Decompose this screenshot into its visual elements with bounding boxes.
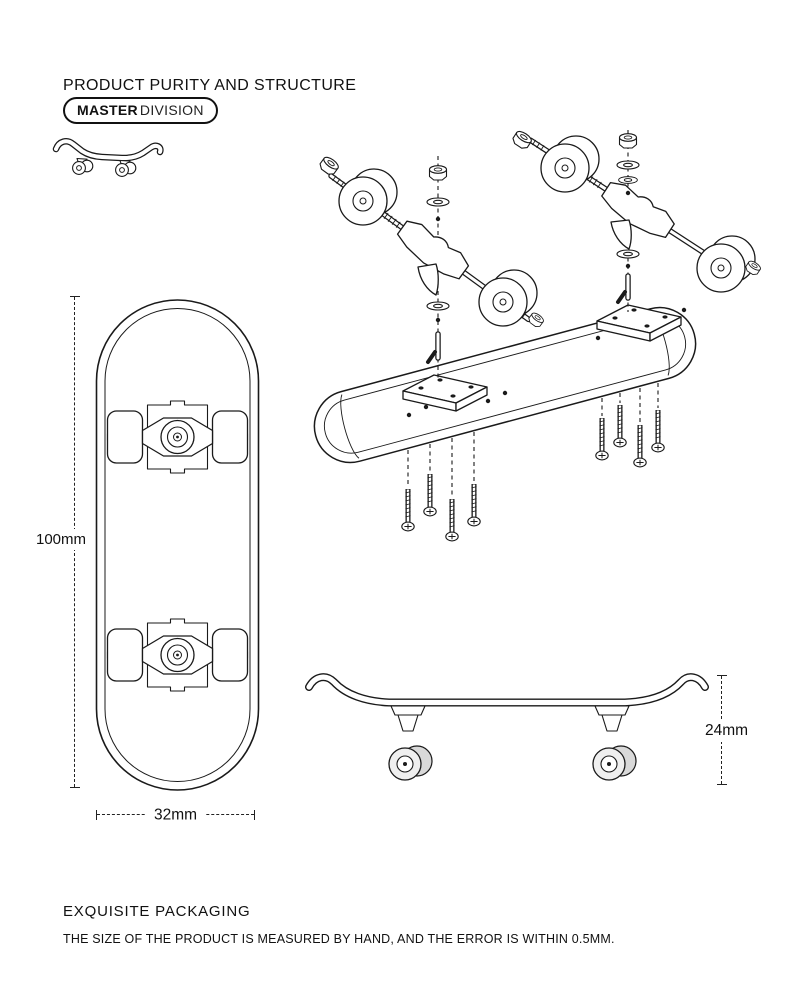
width-dimension-line: 32mm bbox=[96, 804, 255, 826]
width-dimension-label: 32mm bbox=[145, 804, 206, 826]
length-dimension-label: 100mm bbox=[33, 529, 90, 550]
rear-truck-wheel-left bbox=[540, 135, 600, 193]
side-rear-truck bbox=[594, 705, 630, 732]
axle-end bbox=[526, 310, 546, 329]
kingpin-nut bbox=[618, 133, 638, 149]
mini-wheels bbox=[72, 159, 137, 177]
side-front-wheels bbox=[388, 745, 433, 781]
front-mounting-screws bbox=[402, 432, 480, 541]
packaging-title: EXQUISITE PACKAGING bbox=[63, 903, 251, 920]
washer bbox=[426, 301, 450, 311]
rear-mounting-screws bbox=[596, 383, 664, 467]
brand-name-secondary: DIVISION bbox=[139, 102, 204, 118]
kingpin-nut bbox=[428, 165, 448, 181]
deck-inner-outline bbox=[104, 308, 251, 782]
brand-name-primary: MASTER bbox=[77, 102, 138, 118]
height-dimension-label: 24mm bbox=[701, 720, 753, 742]
page-title: PRODUCT PURITY AND STRUCTURE bbox=[63, 76, 357, 94]
mini-skateboard-illustration bbox=[52, 138, 164, 177]
front-truck-top-view bbox=[106, 400, 249, 474]
pivot-fin bbox=[610, 219, 632, 250]
rear-truck-assembly bbox=[510, 128, 763, 304]
side-rear-wheels bbox=[592, 745, 637, 781]
deck-outline bbox=[95, 299, 260, 791]
axle-nut bbox=[317, 154, 341, 178]
washer bbox=[426, 197, 450, 207]
fingerboard-top-view-illustration bbox=[95, 299, 260, 791]
washer bbox=[616, 160, 640, 170]
rear-truck-wheel-right bbox=[696, 235, 756, 293]
rear-truck-top-view bbox=[106, 618, 249, 692]
pivot-fin bbox=[417, 263, 439, 296]
front-truck-assembly bbox=[317, 154, 546, 364]
exploded-assembly-illustration bbox=[313, 128, 763, 558]
deck-perspective bbox=[313, 306, 697, 464]
washer bbox=[618, 176, 638, 184]
measurement-note: THE SIZE OF THE PRODUCT IS MEASURED BY H… bbox=[63, 932, 615, 946]
fingerboard-side-view-illustration bbox=[305, 673, 709, 781]
washer bbox=[616, 249, 640, 259]
side-front-truck bbox=[390, 705, 426, 732]
axle-nut bbox=[510, 128, 534, 152]
